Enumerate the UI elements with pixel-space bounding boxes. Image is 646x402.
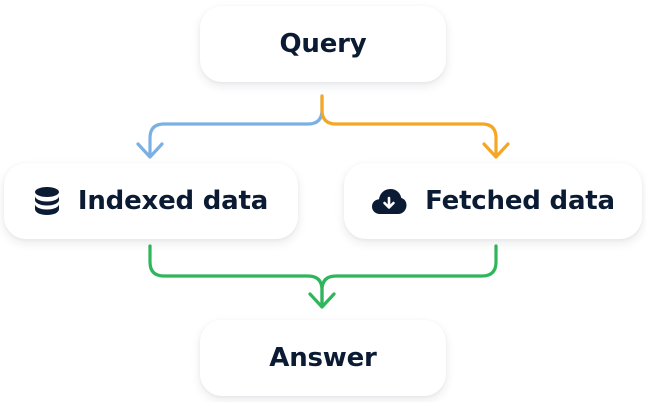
arrowhead-answer: [308, 292, 336, 309]
node-indexed-data: Indexed data: [4, 163, 298, 239]
edge-query-indexed: [148, 94, 324, 158]
node-query-label: Query: [279, 29, 367, 59]
arrowhead-fetched: [482, 142, 510, 159]
node-answer-label: Answer: [269, 343, 377, 373]
edge-query-fetched: [320, 94, 498, 158]
arrowhead-indexed: [136, 142, 164, 159]
node-query: Query: [200, 6, 446, 82]
edge-indexed-answer: [148, 244, 324, 308]
edge-fetched-answer: [320, 244, 498, 308]
node-answer: Answer: [200, 320, 446, 396]
node-indexed-data-label: Indexed data: [77, 186, 269, 216]
node-fetched-data: Fetched data: [344, 163, 642, 239]
database-icon: [34, 186, 60, 216]
node-fetched-data-label: Fetched data: [425, 186, 615, 216]
cloud-download-icon: [371, 187, 407, 215]
